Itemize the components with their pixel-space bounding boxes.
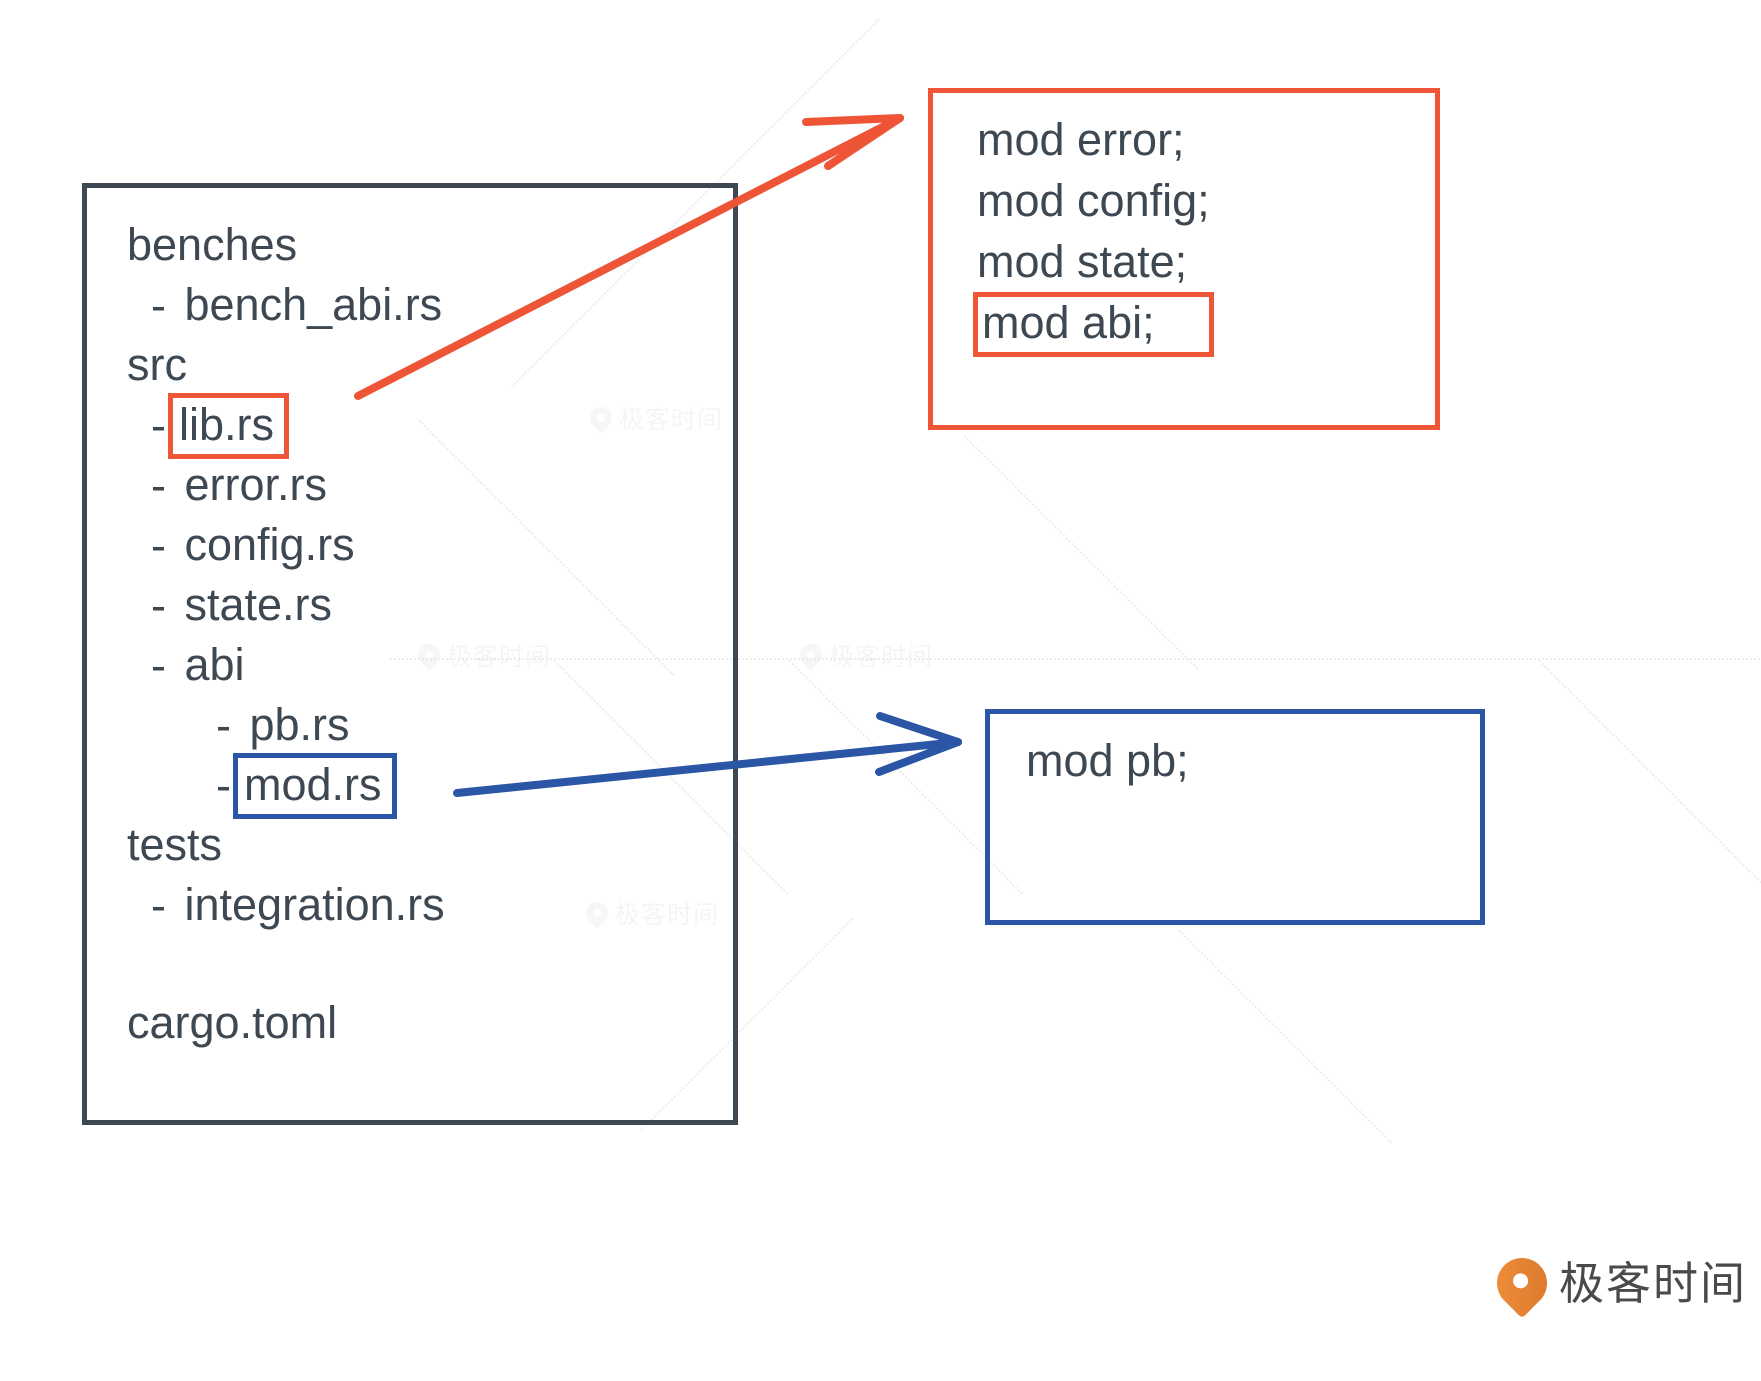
- tree-row-dash: -: [151, 880, 179, 931]
- code-line-text: mod error;: [977, 114, 1185, 165]
- tree-row-label: src: [127, 339, 187, 390]
- red-callout-box: mod error; mod config; mod state; mod ab…: [928, 88, 1440, 430]
- tree-row-label-highlighted-lib-rs: lib.rs: [168, 393, 290, 459]
- watermark-pin-icon: [795, 639, 827, 671]
- tree-row-label: config.rs: [184, 519, 355, 570]
- file-tree-box: benches - bench_abi.rs src - lib.rs - er…: [82, 183, 738, 1125]
- tree-row-label: tests: [127, 819, 223, 870]
- tree-row-dash: -: [151, 460, 179, 511]
- tree-row-dash: -: [151, 280, 179, 331]
- brand-logo-label: 极客时间: [1559, 1256, 1748, 1310]
- guide-line-diagonal: [1538, 660, 1761, 895]
- code-line-text: mod abi;: [973, 292, 1214, 357]
- code-line: mod pb;: [1022, 732, 1193, 793]
- guide-line-diagonal: [963, 435, 1199, 670]
- tree-row: cargo.toml: [121, 994, 721, 1054]
- tree-row-label-highlighted-mod-rs: mod.rs: [233, 753, 397, 819]
- geektime-pin-icon: [1486, 1247, 1558, 1319]
- tree-row: - config.rs: [121, 516, 721, 576]
- watermark-label: 极客时间: [829, 642, 934, 671]
- tree-row-label: cargo.toml: [127, 997, 338, 1048]
- tree-row-dash: -: [216, 760, 231, 811]
- tree-row-spacer: [121, 936, 721, 994]
- watermark-geektime: 极客时间: [795, 637, 934, 673]
- tree-row-dash: -: [151, 580, 179, 631]
- tree-row-dash: -: [151, 520, 179, 571]
- tree-row: benches: [121, 216, 721, 276]
- code-line: mod config;: [973, 172, 1214, 233]
- brand-logo-geektime: 极客时间: [1486, 1247, 1748, 1319]
- tree-row-label: [121, 963, 133, 967]
- tree-row: - abi: [121, 636, 721, 696]
- tree-row: - error.rs: [121, 456, 721, 516]
- file-tree-list: benches - bench_abi.rs src - lib.rs - er…: [121, 216, 721, 1054]
- tree-row: tests: [121, 816, 721, 876]
- tree-row-dash: -: [151, 400, 166, 451]
- tree-row-label: state.rs: [184, 579, 333, 630]
- tree-row-dash: -: [216, 700, 244, 751]
- tree-row-label: bench_abi.rs: [184, 279, 443, 330]
- code-line: mod state;: [973, 233, 1214, 294]
- code-line-highlighted-mod-abi: mod abi;: [973, 292, 1214, 357]
- red-callout-code-list: mod error; mod config; mod state; mod ab…: [973, 111, 1214, 357]
- tree-row-lib-rs: - lib.rs: [121, 393, 721, 459]
- tree-row-label: benches: [127, 219, 298, 270]
- blue-callout-box: mod pb;: [985, 709, 1485, 925]
- tree-row-label: pb.rs: [249, 699, 350, 750]
- code-line: mod error;: [973, 111, 1214, 172]
- tree-row-dash: -: [151, 640, 179, 691]
- tree-row: - bench_abi.rs: [121, 276, 721, 336]
- tree-row: - integration.rs: [121, 876, 721, 936]
- blue-callout-code-list: mod pb;: [1022, 732, 1193, 793]
- tree-row-label: error.rs: [184, 459, 328, 510]
- code-line-text: mod config;: [977, 175, 1210, 226]
- tree-row: src: [121, 336, 721, 396]
- tree-row: - state.rs: [121, 576, 721, 636]
- code-line-text: mod state;: [977, 236, 1188, 287]
- guide-line-diagonal: [1178, 930, 1393, 1144]
- tree-row: - pb.rs: [121, 696, 721, 756]
- tree-row-label: integration.rs: [184, 879, 445, 930]
- tree-row-mod-rs: - mod.rs: [121, 753, 721, 819]
- code-line-text: mod pb;: [1026, 735, 1189, 786]
- tree-row-label: abi: [184, 639, 245, 690]
